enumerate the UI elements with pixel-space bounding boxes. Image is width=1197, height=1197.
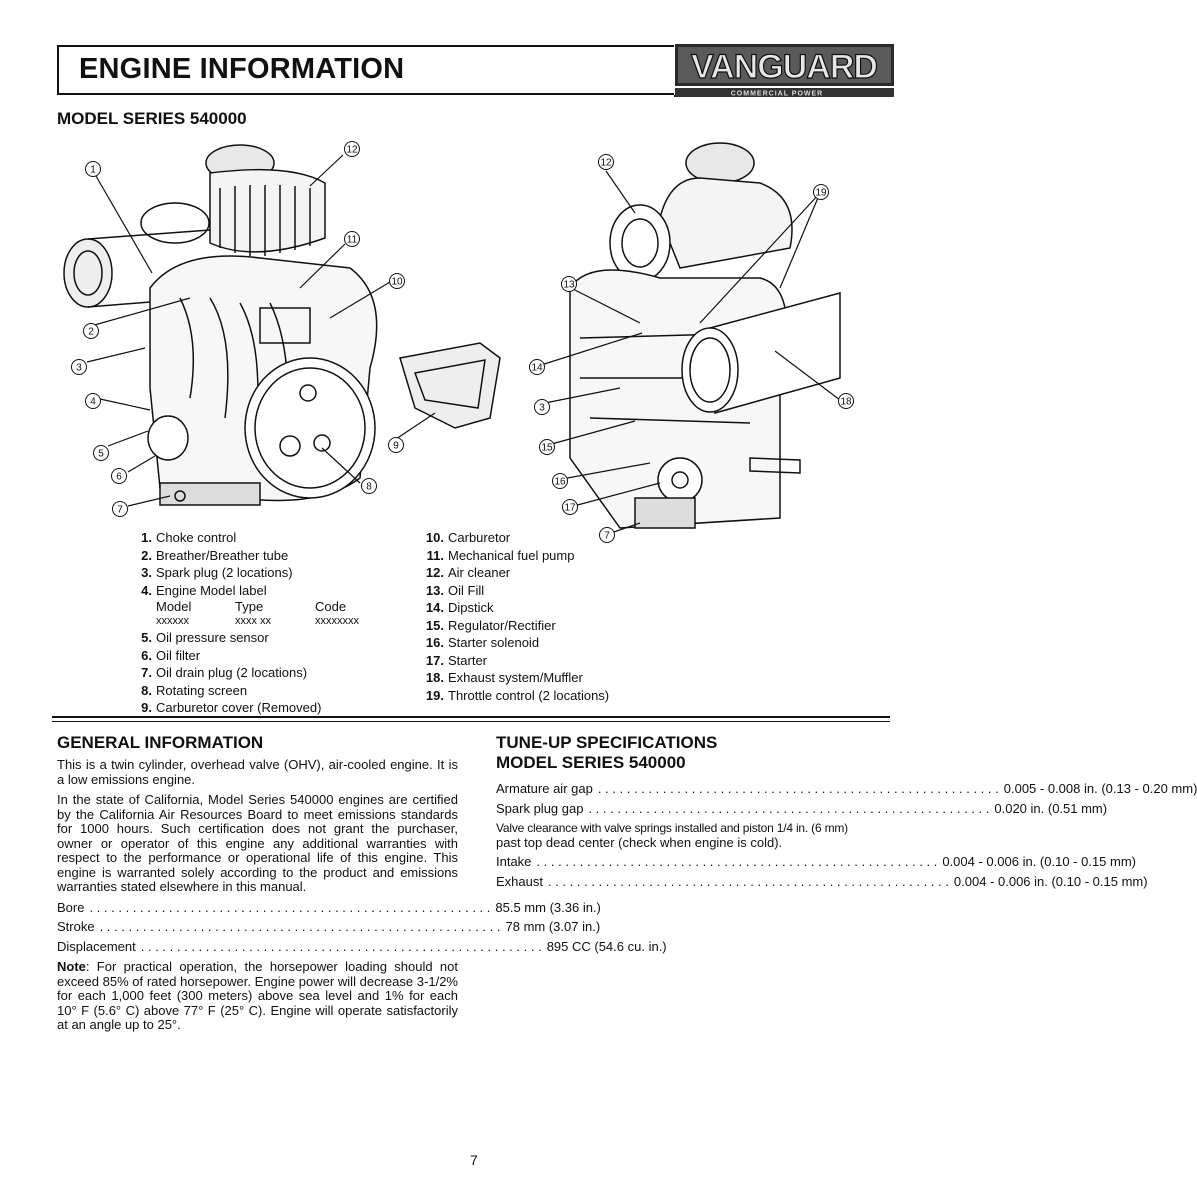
general-heading: GENERAL INFORMATION xyxy=(57,733,264,752)
svg-text:9: 9 xyxy=(393,441,399,452)
svg-text:1: 1 xyxy=(90,165,96,176)
svg-text:15: 15 xyxy=(541,443,553,454)
svg-text:7: 7 xyxy=(117,505,123,516)
callout-12-left: 12 xyxy=(344,141,360,157)
legend-item-16: 16.Starter solenoid xyxy=(425,635,540,650)
callout-5: 5 xyxy=(93,445,109,461)
svg-text:4: 4 xyxy=(90,397,96,408)
legend-item-9: 9.Carburetor cover (Removed) xyxy=(141,700,322,715)
legend-right: 10.Carburetor 11.Mechanical fuel pump 12… xyxy=(420,529,609,704)
callout-3: 3 xyxy=(71,359,87,375)
spec-spark-plug: Spark plug gap0.020 in. (0.51 mm) xyxy=(496,801,1107,817)
svg-text:2: 2 xyxy=(88,327,94,338)
legend-item-17: 17.Starter xyxy=(425,652,488,668)
svg-text:COMMERCIAL POWER: COMMERCIAL POWER xyxy=(731,91,823,98)
legend-item-5: 5.Oil pressure sensor xyxy=(141,630,269,645)
legend-left: 1.Choke control 2.Breather/Breather tube… xyxy=(135,529,395,717)
right-engine-illustration xyxy=(569,142,841,529)
svg-text:12: 12 xyxy=(600,158,612,169)
legend-item-3: 3.Spark plug (2 locations) xyxy=(141,565,293,580)
callout-18: 18 xyxy=(838,393,854,409)
legend-item-7: 7.Oil drain plug (2 locations) xyxy=(141,665,308,680)
callout-4: 4 xyxy=(85,393,101,409)
callout-8: 8 xyxy=(361,478,377,494)
general-para-1: This is a twin cylinder, overhead valve … xyxy=(57,757,458,787)
legend-item-13: 13.Oil Fill xyxy=(425,582,485,598)
legend-item-18: 18.Exhaust system/Muffler xyxy=(425,670,583,685)
valve-note: Valve clearance with valve springs insta… xyxy=(496,821,848,850)
page-title: ENGINE INFORMATION xyxy=(79,53,405,85)
callout-7-right: 7 xyxy=(599,527,615,543)
leader-lines xyxy=(86,154,841,535)
svg-text:11: 11 xyxy=(347,235,358,246)
legend-item-15: 15.Regulator/Rectifier xyxy=(425,617,556,633)
section-divider-thick xyxy=(52,716,890,718)
callout-9: 9 xyxy=(388,437,404,453)
svg-text:3: 3 xyxy=(539,403,545,414)
general-note: Note: For practical operation, the horse… xyxy=(57,959,458,1032)
svg-text:14: 14 xyxy=(531,363,543,374)
svg-text:13: 13 xyxy=(563,280,575,291)
title-box: ENGINE INFORMATION xyxy=(57,45,674,95)
svg-text:17: 17 xyxy=(564,503,576,514)
callout-14: 14 xyxy=(529,359,545,375)
callout-16: 16 xyxy=(552,473,568,489)
callout-markers: 1 2 3 4 5 6 7 8 9 10 11 12 12 13 14 3 15… xyxy=(71,141,854,543)
callout-7-left: 7 xyxy=(112,501,128,517)
callout-17: 17 xyxy=(562,499,578,515)
spec-displacement: Displacement895 CC (54.6 cu. in.) xyxy=(57,939,667,955)
legend-item-14: 14.Dipstick xyxy=(425,600,494,615)
left-engine-illustration xyxy=(63,144,501,506)
callout-19: 19 xyxy=(813,184,829,200)
svg-text:VANGUARD: VANGUARD xyxy=(691,48,877,86)
engine-diagram: 1 2 3 4 5 6 7 8 9 10 11 12 12 13 14 3 15… xyxy=(63,141,854,543)
spec-stroke: Stroke78 mm (3.07 in.) xyxy=(57,919,600,935)
svg-text:5: 5 xyxy=(98,449,104,460)
svg-text:16: 16 xyxy=(554,477,566,488)
callout-11: 11 xyxy=(344,231,360,247)
tuneup-heading: TUNE-UP SPECIFICATIONS MODEL SERIES 5400… xyxy=(496,733,718,772)
vanguard-logo: VANGUARD COMMERCIAL POWER xyxy=(675,44,894,98)
legend-item-12: 12.Air cleaner xyxy=(425,565,511,580)
callout-13: 13 xyxy=(561,276,577,292)
callout-10: 10 xyxy=(389,273,405,289)
spec-armature: Armature air gap0.005 - 0.008 in. (0.13 … xyxy=(496,781,1197,797)
svg-text:7: 7 xyxy=(604,531,610,542)
legend-item-6: 6.Oil filter xyxy=(141,647,201,663)
callout-12-right: 12 xyxy=(598,154,614,170)
svg-text:18: 18 xyxy=(840,397,852,408)
callout-1: 1 xyxy=(85,161,101,177)
legend-item-19: 19.Throttle control (2 locations) xyxy=(425,687,610,703)
callout-6: 6 xyxy=(111,468,127,484)
svg-text:8: 8 xyxy=(366,482,372,493)
page-number: 7 xyxy=(470,1152,478,1168)
svg-text:6: 6 xyxy=(116,472,122,483)
model-label-table: Model Type Code xxxxxx xxxx xx xxxxxxxx xyxy=(156,599,359,627)
tuneup-column: Armature air gap0.005 - 0.008 in. (0.13 … xyxy=(496,781,1197,894)
spec-exhaust: Exhaust0.004 - 0.006 in. (0.10 - 0.15 mm… xyxy=(496,874,1148,890)
spec-bore: Bore85.5 mm (3.36 in.) xyxy=(57,900,601,916)
svg-text:10: 10 xyxy=(391,277,403,288)
legend-item-2: 2.Breather/Breather tube xyxy=(141,547,289,563)
svg-text:3: 3 xyxy=(76,363,82,374)
callout-15: 15 xyxy=(539,439,555,455)
svg-text:19: 19 xyxy=(815,188,827,199)
callout-2: 2 xyxy=(83,323,99,339)
general-info-column: This is a twin cylinder, overhead valve … xyxy=(57,757,667,1039)
callout-3-right: 3 xyxy=(534,399,550,415)
general-para-2: In the state of California, Model Series… xyxy=(57,792,458,894)
section-divider-thin xyxy=(52,721,890,722)
legend-item-11: 11.Mechanical fuel pump xyxy=(426,547,575,563)
legend-item-10: 10.Carburetor xyxy=(425,530,511,545)
legend-item-1: 1.Choke control xyxy=(141,530,237,545)
legend-item-4: 4.Engine Model label xyxy=(141,582,267,598)
spec-intake: Intake0.004 - 0.006 in. (0.10 - 0.15 mm) xyxy=(496,854,1136,870)
legend-item-8: 8.Rotating screen xyxy=(141,682,248,698)
svg-text:12: 12 xyxy=(346,145,358,156)
model-heading: MODEL SERIES 540000 xyxy=(57,109,247,128)
